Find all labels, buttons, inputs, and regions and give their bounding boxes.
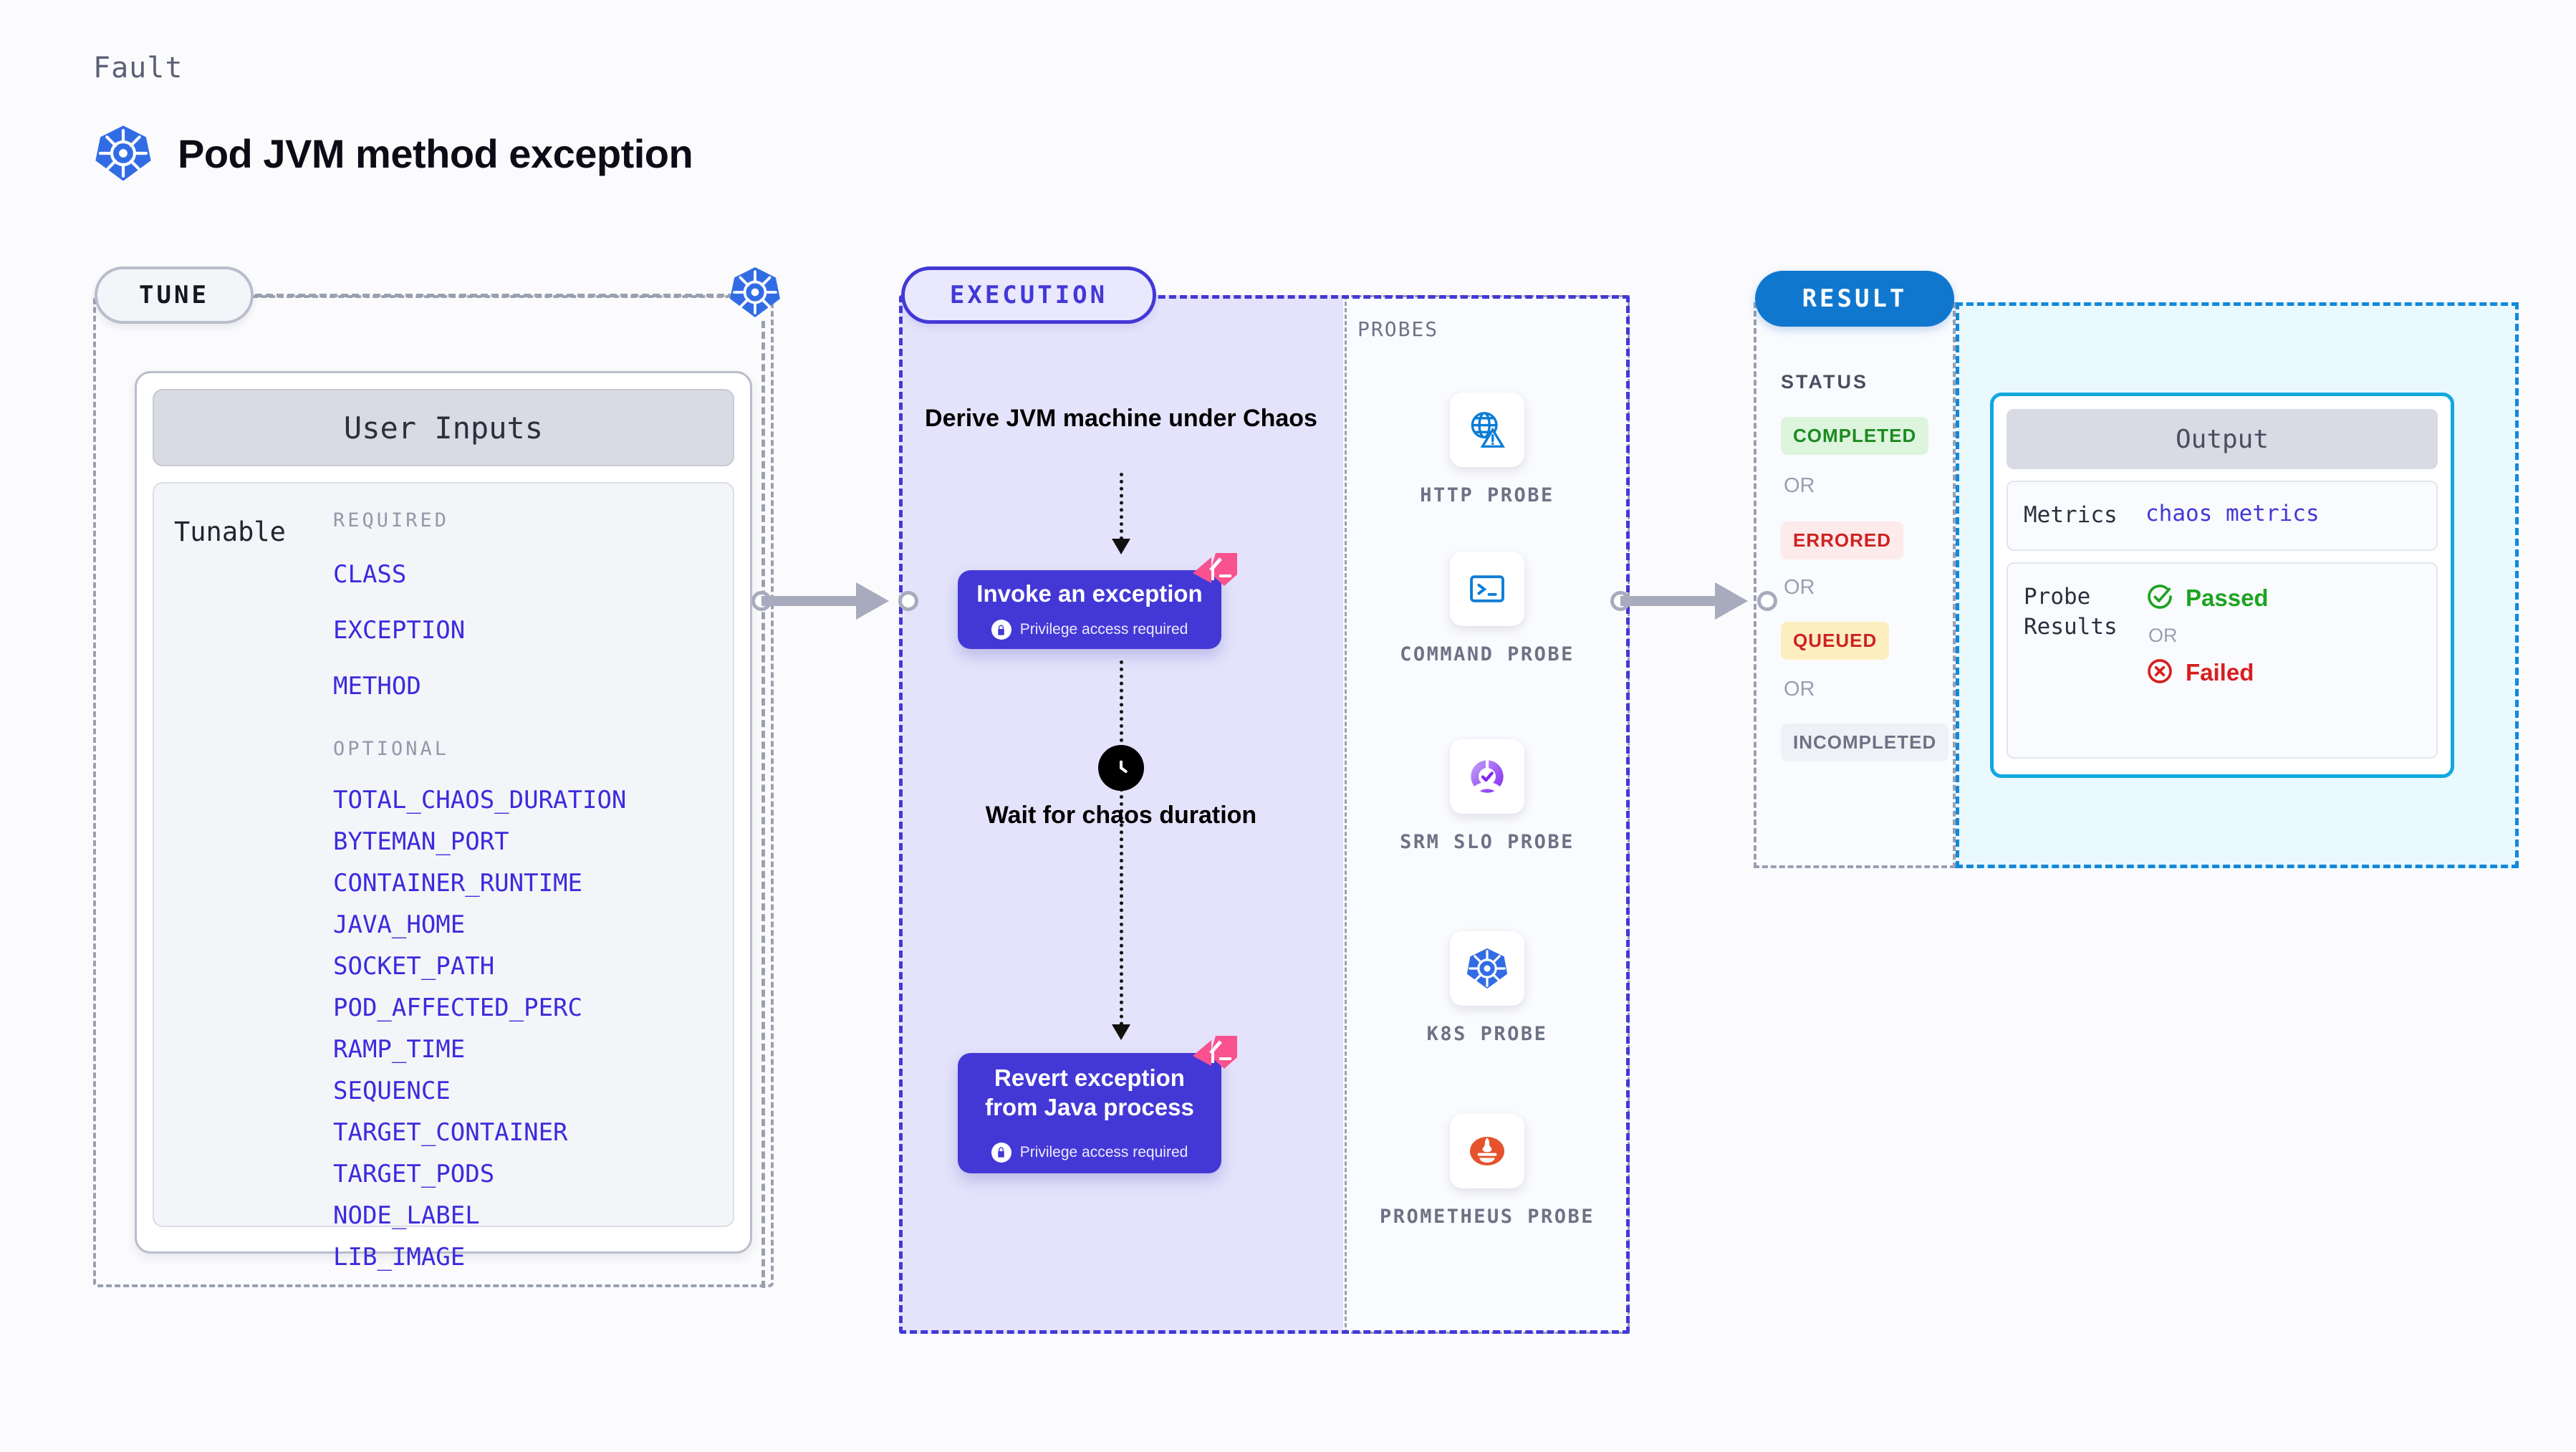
required-group-label: REQUIRED bbox=[333, 509, 450, 532]
slo-check-icon bbox=[1450, 739, 1524, 814]
result-status-region bbox=[1754, 302, 1956, 868]
output-probe-results-row: Probe Results Passed OR bbox=[2007, 562, 2438, 759]
param-item[interactable]: CONTAINER_RUNTIME bbox=[333, 869, 582, 898]
param-item[interactable]: JAVA_HOME bbox=[333, 910, 466, 939]
status-badge-errored: ERRORED bbox=[1781, 521, 1904, 559]
param-item[interactable]: TARGET_CONTAINER bbox=[333, 1118, 568, 1147]
probe-label: K8S PROBE bbox=[1426, 1023, 1548, 1045]
check-circle-icon bbox=[2145, 582, 2174, 615]
param-item[interactable]: LIB_IMAGE bbox=[333, 1243, 466, 1271]
parameter-list: REQUIRED CLASS EXCEPTION METHOD OPTIONAL… bbox=[333, 506, 733, 1271]
param-item[interactable]: SOCKET_PATH bbox=[333, 952, 495, 981]
probe-result-passed: Passed bbox=[2145, 582, 2269, 615]
param-item[interactable]: NODE_LABEL bbox=[333, 1201, 480, 1230]
output-metrics-row: Metrics chaos metrics bbox=[2007, 481, 2438, 551]
harness-chaos-icon bbox=[1187, 552, 1239, 599]
invoke-exception-sub-text: Privilege access required bbox=[1019, 621, 1188, 638]
probe-item-srm-slo[interactable]: SRM SLO PROBE bbox=[1345, 739, 1630, 855]
or-label: OR bbox=[2148, 624, 2178, 646]
status-badge-incompleted: INCOMPLETED bbox=[1781, 723, 1949, 761]
revert-exception-subtitle: Privilege access required bbox=[991, 1142, 1188, 1163]
probe-item-command[interactable]: COMMAND PROBE bbox=[1345, 552, 1630, 667]
globe-warning-icon bbox=[1450, 393, 1524, 467]
page-kicker: Fault bbox=[93, 52, 183, 85]
or-label: OR bbox=[1784, 474, 1815, 497]
clock-icon bbox=[1098, 745, 1144, 791]
kubernetes-icon bbox=[728, 265, 782, 319]
probe-label: SRM SLO PROBE bbox=[1400, 831, 1575, 853]
harness-chaos-icon bbox=[1187, 1034, 1239, 1082]
probes-region bbox=[1345, 295, 1630, 1334]
param-item[interactable]: TOTAL_CHAOS_DURATION bbox=[333, 786, 627, 814]
probe-result-failed: Failed bbox=[2145, 657, 2269, 689]
required-params: CLASS EXCEPTION METHOD bbox=[333, 560, 733, 701]
revert-exception-sub-text: Privilege access required bbox=[1019, 1143, 1188, 1160]
kubernetes-icon bbox=[1450, 931, 1524, 1006]
probe-results-values: Passed OR Failed bbox=[2145, 582, 2269, 739]
probe-item-k8s[interactable]: K8S PROBE bbox=[1345, 931, 1630, 1047]
page-title-row: Pod JVM method exception bbox=[93, 123, 693, 183]
failed-label: Failed bbox=[2186, 659, 2254, 686]
output-title: Output bbox=[2007, 409, 2438, 469]
revert-exception-title: Revert exception from Java process bbox=[985, 1064, 1194, 1120]
probe-item-http[interactable]: HTTP PROBE bbox=[1345, 393, 1630, 508]
probe-results-key: Probe Results bbox=[2024, 583, 2118, 640]
status-badge-queued: QUEUED bbox=[1781, 622, 1890, 660]
param-item[interactable]: TARGET_PODS bbox=[333, 1160, 495, 1188]
output-card: Output Metrics chaos metrics Probe Resul… bbox=[1990, 393, 2454, 778]
execution-pill[interactable]: EXECUTION bbox=[901, 266, 1156, 324]
probe-label: PROMETHEUS PROBE bbox=[1379, 1206, 1595, 1228]
metrics-key: Metrics bbox=[2024, 502, 2118, 528]
page-title: Pod JVM method exception bbox=[178, 130, 693, 176]
param-item[interactable]: METHOD bbox=[333, 672, 421, 701]
optional-group-label: OPTIONAL bbox=[333, 738, 450, 760]
lock-icon bbox=[991, 1142, 1011, 1163]
derive-step-label: Derive JVM machine under Chaos bbox=[925, 405, 1317, 432]
prometheus-icon bbox=[1450, 1114, 1524, 1188]
param-item[interactable]: RAMP_TIME bbox=[333, 1035, 466, 1064]
execution-region bbox=[899, 295, 1630, 1334]
passed-label: Passed bbox=[2186, 585, 2269, 612]
x-circle-icon bbox=[2145, 657, 2174, 689]
user-inputs-title: User Inputs bbox=[153, 389, 734, 466]
or-label: OR bbox=[1784, 678, 1815, 701]
terminal-icon bbox=[1450, 552, 1524, 626]
param-item[interactable]: EXCEPTION bbox=[333, 616, 466, 645]
user-inputs-card: User Inputs Tunable REQUIRED CLASS EXCEP… bbox=[135, 371, 752, 1271]
param-item[interactable]: BYTEMAN_PORT bbox=[333, 827, 509, 856]
param-item[interactable]: POD_AFFECTED_PERC bbox=[333, 994, 582, 1022]
optional-params: TOTAL_CHAOS_DURATION BYTEMAN_PORT CONTAI… bbox=[333, 786, 733, 1271]
result-pill[interactable]: RESULT bbox=[1755, 271, 1954, 327]
tune-vertical-line bbox=[761, 321, 765, 1288]
invoke-exception-subtitle: Privilege access required bbox=[991, 620, 1188, 640]
tunable-row: Tunable REQUIRED CLASS EXCEPTION METHOD … bbox=[153, 482, 734, 1271]
status-badge-completed: COMPLETED bbox=[1781, 417, 1929, 455]
invoke-exception-box[interactable]: Invoke an exception Privilege access req… bbox=[958, 553, 1237, 649]
probe-item-prometheus[interactable]: PROMETHEUS PROBE bbox=[1345, 1114, 1630, 1229]
tunable-label: Tunable bbox=[174, 516, 286, 547]
or-label: OR bbox=[1784, 576, 1815, 599]
wait-step-label: Wait for chaos duration bbox=[985, 802, 1257, 829]
probe-label: HTTP PROBE bbox=[1420, 484, 1554, 506]
probes-label: PROBES bbox=[1357, 317, 1439, 341]
execution-flow: Derive JVM machine under Chaos Invoke an… bbox=[899, 295, 1343, 1334]
metrics-value-link[interactable]: chaos metrics bbox=[2145, 501, 2320, 527]
param-item[interactable]: SEQUENCE bbox=[333, 1077, 451, 1105]
param-item[interactable]: CLASS bbox=[333, 560, 407, 589]
invoke-exception-title: Invoke an exception bbox=[976, 580, 1203, 607]
status-label: STATUS bbox=[1781, 371, 1868, 393]
revert-exception-box[interactable]: Revert exception from Java process Privi… bbox=[958, 1036, 1237, 1173]
kubernetes-icon bbox=[93, 123, 153, 183]
probe-label: COMMAND PROBE bbox=[1400, 643, 1575, 665]
tune-connector-line bbox=[255, 294, 756, 297]
tune-pill[interactable]: TUNE bbox=[95, 266, 254, 324]
lock-icon bbox=[991, 620, 1011, 640]
